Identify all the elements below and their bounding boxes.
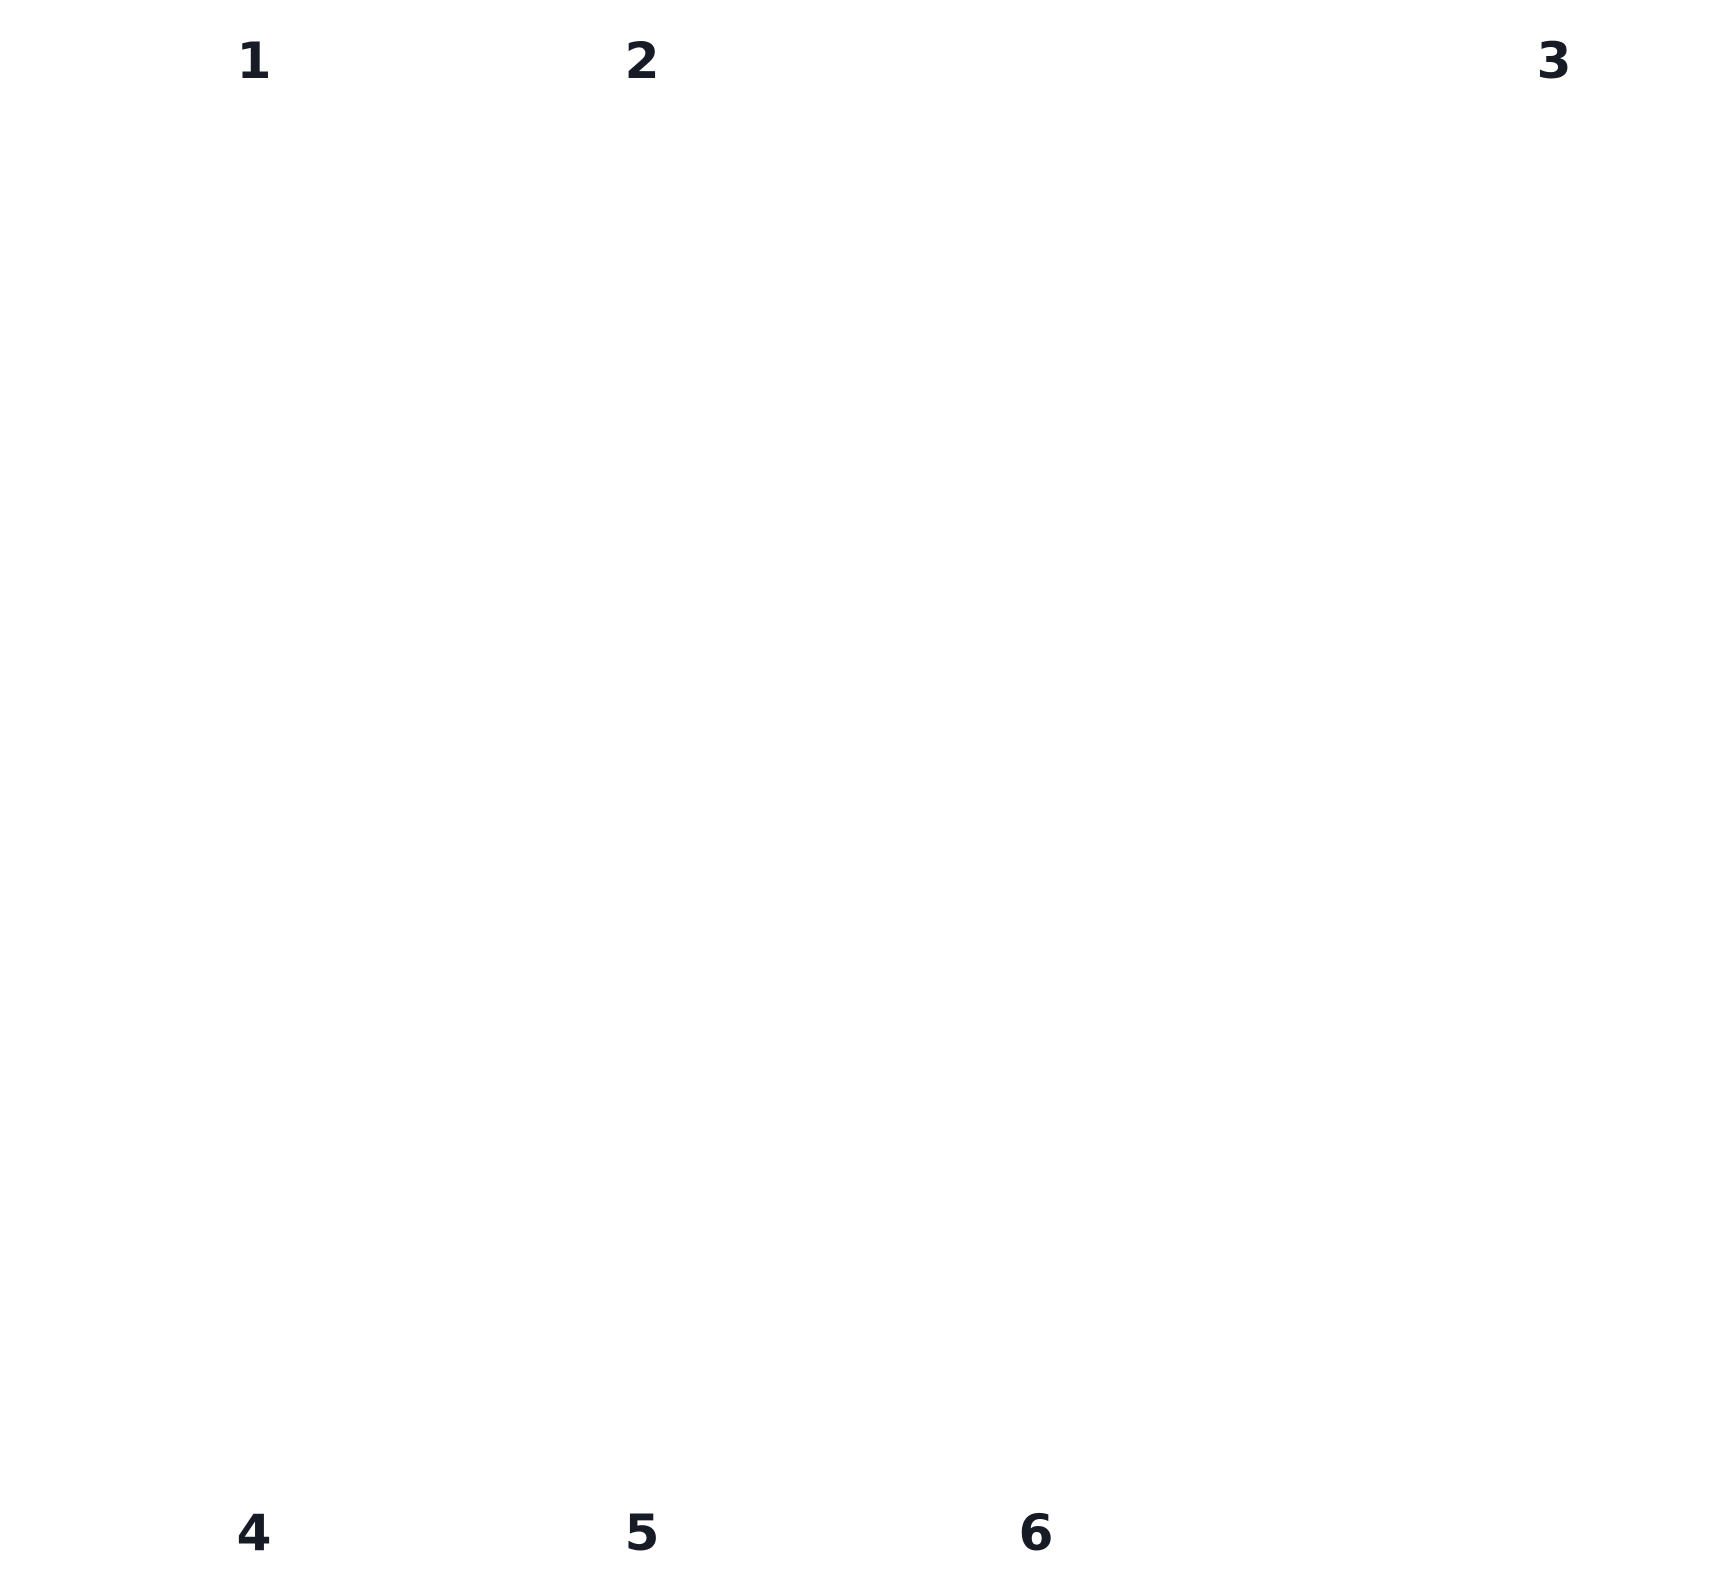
number-label-3: 3 <box>1536 32 1572 90</box>
number-label-2: 2 <box>624 32 660 90</box>
number-label-1: 1 <box>236 32 272 90</box>
number-label-6: 6 <box>1018 1504 1054 1562</box>
number-label-4: 4 <box>236 1504 272 1562</box>
number-label-5: 5 <box>624 1504 660 1562</box>
